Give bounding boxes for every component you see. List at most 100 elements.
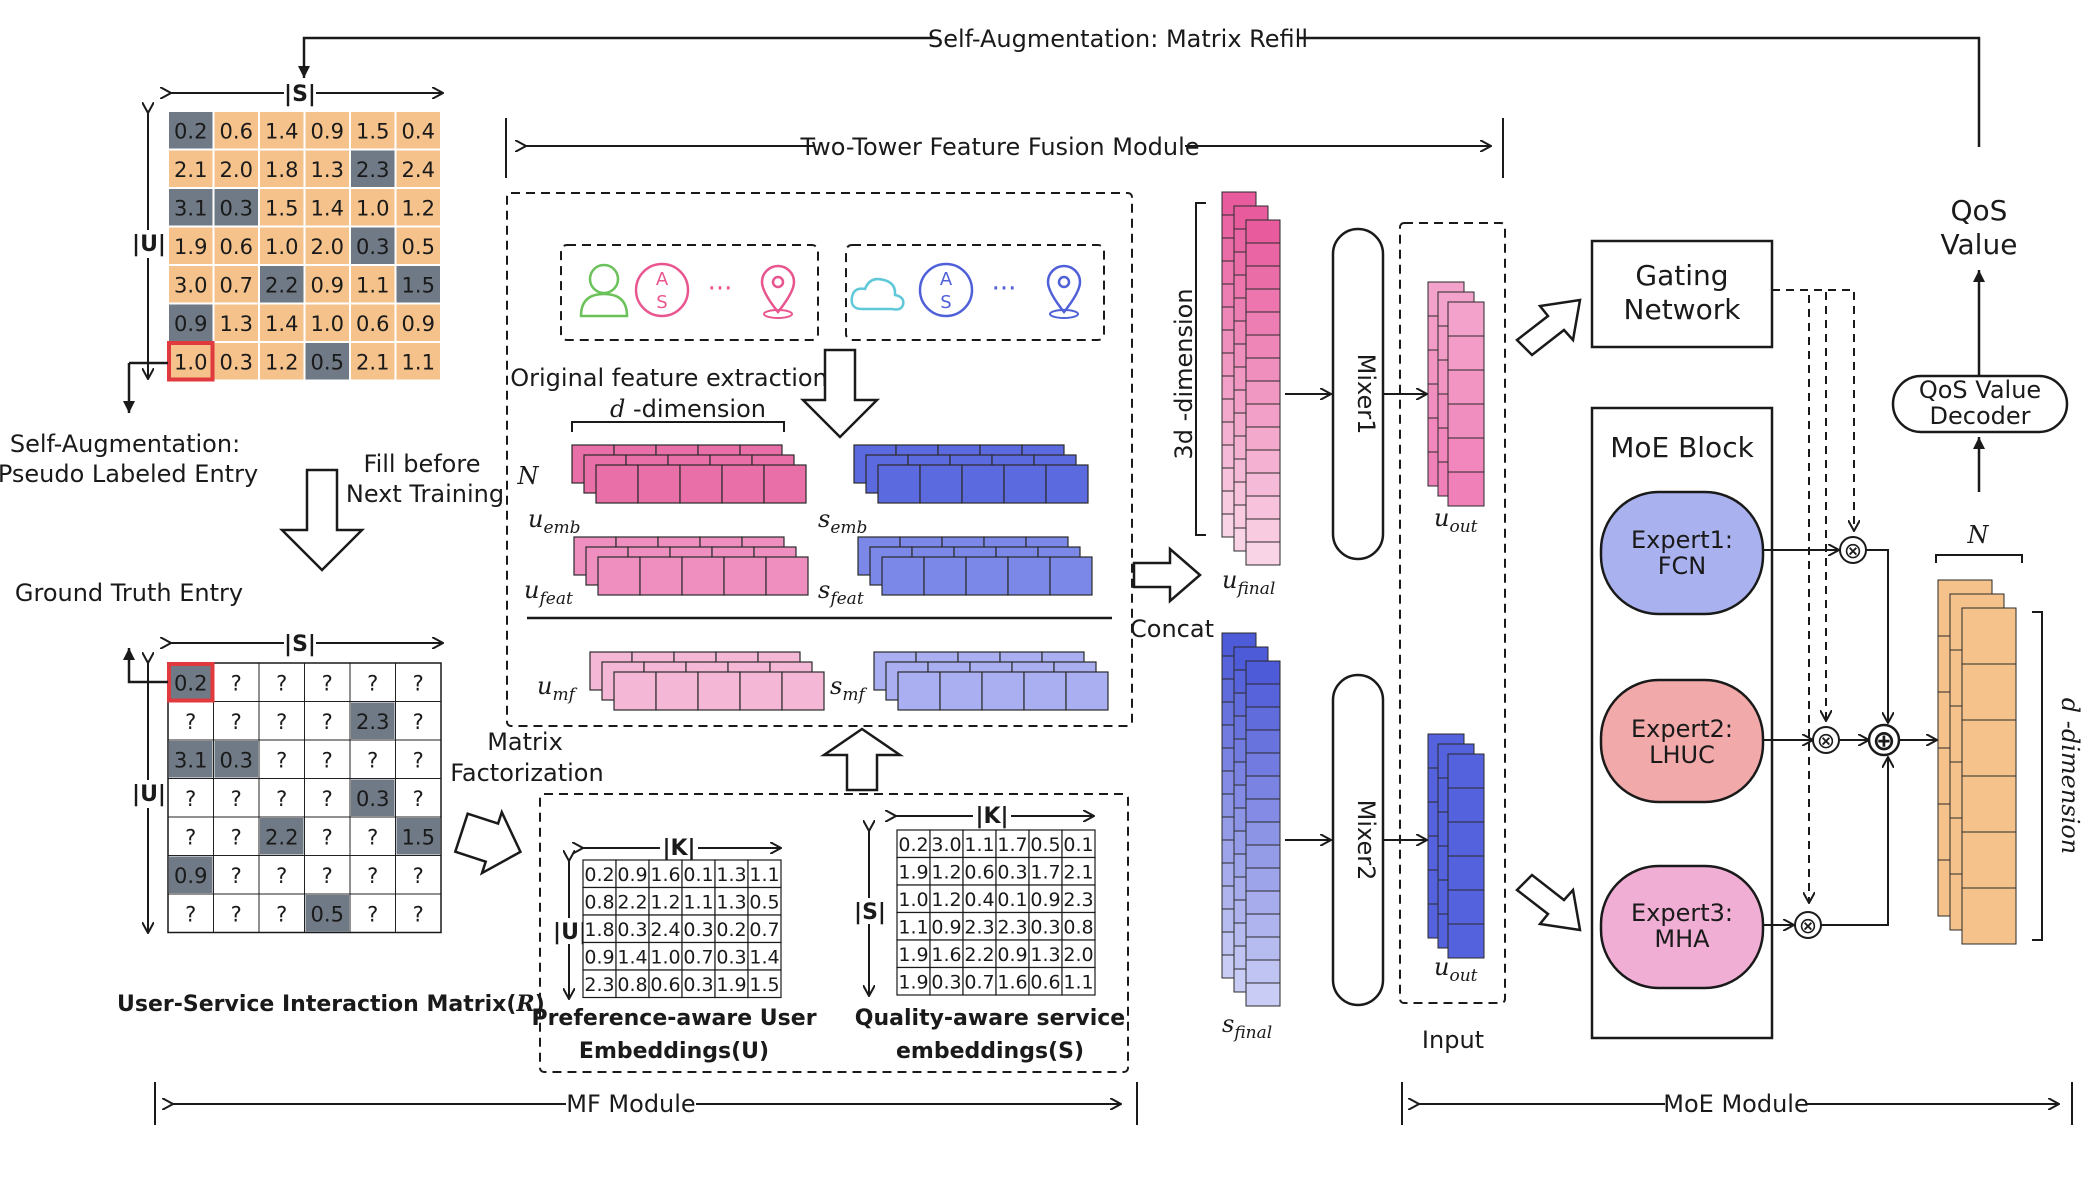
mixer1-block [1331,227,1385,561]
expert1-line1: Expert1: [1631,526,1733,554]
matrix-cell [167,148,215,189]
matrix-cell-value: 1.5 [356,119,389,143]
u-feat-block [723,556,767,596]
matrix-cell [303,341,351,382]
matrix-cell-value: ? [231,787,242,811]
embedding-cell-value: 0.9 [1030,889,1060,911]
self-aug-label-line2: Pseudo Labeled Entry [0,460,258,488]
svg-text:S: S [940,292,951,313]
matrix-cell [394,225,442,266]
service-feature-box [845,244,1105,341]
embedding-cell [995,911,1030,941]
u-final-block [1245,357,1281,382]
embedding-cell [929,829,964,859]
matrix-cell-value: 1.9 [174,235,207,259]
two-tower-module: A S ··· A S ··· Original feature extract… [506,192,1133,792]
moe-output-block [1961,607,2017,665]
embedding-cell-value: 3.0 [931,834,961,856]
u-final-block [1245,426,1281,451]
embedding-cell-value: 2.3 [584,974,614,996]
s-emb-block [919,464,963,504]
mf-module-label: MF Module [566,1090,695,1118]
s-final-label: sfinal [1222,1010,1272,1043]
matrix-cell-value: 1.2 [265,350,298,374]
embedding-cell-value: 0.3 [997,861,1027,883]
u-mf-block [781,671,825,711]
u-caption-line2: Embeddings(U) [579,1039,769,1064]
matrix-cell-value: ? [322,710,333,734]
highlighted-entry [167,662,215,703]
matrix-cell [394,110,442,151]
mf-module-bracket: MF Module [154,1082,1138,1125]
embedding-cell-value: 1.6 [931,944,961,966]
moe-output-block [1961,775,2017,833]
embedding-cell-value: 1.4 [749,946,779,968]
two-tower-header: Two-Tower Feature Fusion Module [505,118,1504,178]
matrix-cell-value: ? [231,710,242,734]
mf-label-line1: Matrix [487,728,563,756]
matrix-cell-value: ? [322,671,333,695]
u-out-block [1447,369,1485,405]
matrix-cell [349,148,397,189]
s-mf-block [1023,671,1067,711]
moe-d-dimension-label: d -dimension [2056,698,2084,854]
expert2-line1: Expert2: [1631,715,1733,743]
two-tower-label: Two-Tower Feature Fusion Module [799,133,1199,161]
embedding-cell-value: 0.1 [683,864,713,886]
matrix-cell-value: ? [185,787,196,811]
embedding-cell [929,884,964,914]
matrix-cell [349,302,397,343]
u-mf-block [613,671,657,711]
d-dimension-label: d -dimension [610,395,766,423]
embedding-cell-value: 0.9 [584,946,614,968]
matrix-cell-value: ? [367,902,378,926]
expert1-fcn [1599,490,1765,616]
embedding-cell-value: 0.6 [1030,971,1060,993]
matrix-cell-value: ? [413,787,424,811]
matrix-cell [303,225,351,266]
matrix-cell-value: ? [413,864,424,888]
expert3-mha [1599,864,1765,990]
matrix-cell-value: ? [231,671,242,695]
concat-label: Concat [1130,615,1214,643]
embedding-cell [681,969,716,999]
matrix-cell [212,341,260,382]
embedding-cell-value: 0.9 [997,944,1027,966]
matrix-cell [349,225,397,266]
expert3-line1: Expert3: [1631,899,1733,927]
embedding-cell-value: 0.9 [931,916,961,938]
embedding-cell-value: 2.3 [997,916,1027,938]
embedding-cell-value: 1.3 [716,864,746,886]
s-mf-block [981,671,1025,711]
s-final-block [1245,752,1281,777]
embedding-cell [747,941,782,971]
matrix-cell-value: 1.1 [356,273,389,297]
matrix-cell-value: 0.2 [174,671,207,695]
matrix-cell [303,187,351,228]
gating-network-box [1590,239,1774,349]
service-location-pin-icon [1046,264,1082,319]
u-matrix-axis-u: |U| [553,920,587,945]
embedding-cell-value: 1.4 [617,946,647,968]
embedding-cell-value: 0.7 [964,971,994,993]
matrix-cell-value: 0.2 [174,119,207,143]
embedding-cell-value: 0.1 [1063,834,1093,856]
u-mf-label: umf [537,672,578,705]
embedding-cell [1061,939,1096,969]
out-stacks [1427,281,1485,959]
matrix-cell [258,264,306,305]
concat-section: Concat 3d -dimension ufinal sfinal [1130,191,1281,1043]
matrix-cell-value: ? [276,710,287,734]
matrix-caption: User-Service Interaction Matrix(R) [117,991,545,1017]
embedding-cell [1061,966,1096,996]
u-final-block [1245,541,1281,566]
embedding-cell-value: 1.8 [584,919,614,941]
embedding-cell [1028,829,1063,859]
decoder-line1: QoS Value [1919,376,2041,404]
embedding-cell-value: 0.2 [716,919,746,941]
u-emb-block [679,464,723,504]
embedding-cell-value: 1.7 [1030,861,1060,883]
matrix-cell-value: 1.0 [356,196,389,220]
